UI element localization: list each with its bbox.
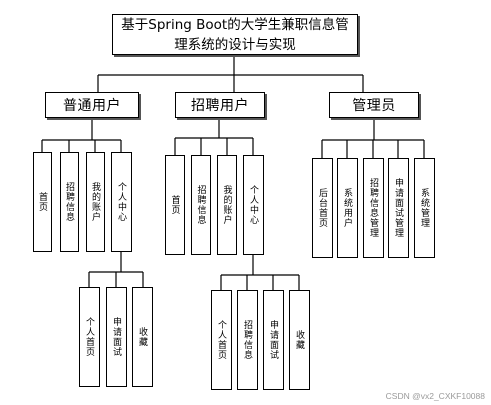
group-label: 普通用户 <box>63 98 121 114</box>
node-personal-home: 个人首页 <box>211 290 232 390</box>
group-recruiter-user: 招聘用户 <box>175 92 265 118</box>
node-label: 招聘信息 <box>64 182 74 222</box>
node-home: 首页 <box>165 155 185 255</box>
node-label: 申请面试 <box>268 320 278 360</box>
node-label: 个人首页 <box>84 317 94 357</box>
node-label: 收藏 <box>137 327 147 347</box>
node-label: 首页 <box>169 195 180 215</box>
node-job-info: 招聘信息 <box>237 290 258 390</box>
node-label: 首页 <box>37 192 47 212</box>
node-favorites: 收藏 <box>132 287 153 387</box>
group-label: 招聘用户 <box>191 98 249 114</box>
node-my-account: 我的账户 <box>86 152 105 252</box>
node-admin-home: 后台首页 <box>312 158 333 258</box>
node-label: 收藏 <box>294 330 304 350</box>
node-label: 招聘信息 <box>242 320 252 360</box>
node-apply-interview: 申请面试 <box>106 287 127 387</box>
group-admin: 管理员 <box>329 92 419 118</box>
node-personal-home: 个人首页 <box>79 287 100 387</box>
node-job-info-management: 招聘信息管理 <box>363 158 384 258</box>
node-apply-interview: 申请面试 <box>263 290 284 390</box>
node-label: 招聘信息 <box>195 185 206 225</box>
node-personal-center: 个人中心 <box>243 155 264 255</box>
node-label: 招聘信息管理 <box>368 178 378 238</box>
node-label: 系统用户 <box>342 188 352 228</box>
system-title-text: 基于Spring Boot的大学生兼职信息管理系统的设计与实现 <box>121 16 349 53</box>
node-system-users: 系统用户 <box>337 158 358 258</box>
node-label: 后台首页 <box>317 188 327 228</box>
node-label: 申请面试管理 <box>393 178 403 238</box>
node-favorites: 收藏 <box>289 290 310 390</box>
node-home: 首页 <box>33 152 52 252</box>
node-label: 申请面试 <box>111 317 121 357</box>
watermark-text: CSDN @vx2_CXKF10088 <box>385 391 485 401</box>
node-label: 我的账户 <box>90 182 100 222</box>
node-label: 个人首页 <box>216 320 226 360</box>
node-label: 我的账户 <box>221 185 232 225</box>
node-interview-management: 申请面试管理 <box>388 158 409 258</box>
group-label: 管理员 <box>352 98 396 114</box>
node-label: 个人中心 <box>248 185 258 225</box>
node-job-info: 招聘信息 <box>191 155 211 255</box>
node-job-info: 招聘信息 <box>60 152 79 252</box>
group-regular-user: 普通用户 <box>45 92 139 118</box>
node-personal-center: 个人中心 <box>111 152 132 252</box>
node-system-management: 系统管理 <box>414 158 435 258</box>
node-label: 系统管理 <box>419 188 429 228</box>
node-my-account: 我的账户 <box>217 155 237 255</box>
system-title: 基于Spring Boot的大学生兼职信息管理系统的设计与实现 <box>112 14 358 55</box>
node-label: 个人中心 <box>116 182 126 222</box>
